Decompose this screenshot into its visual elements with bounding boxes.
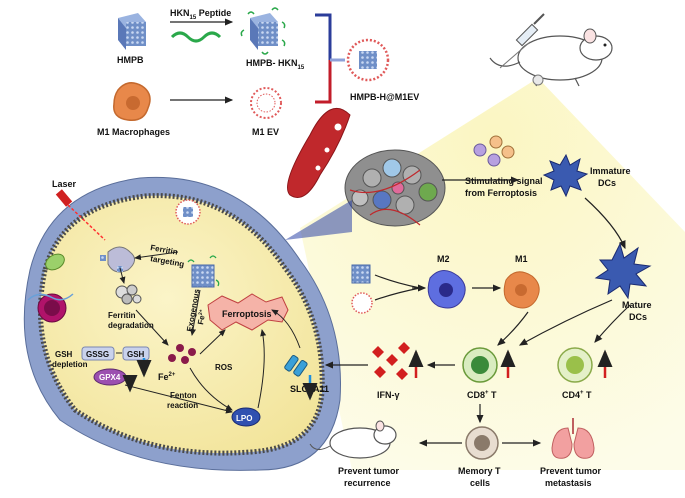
gsh-depletion-label-1: GSH: [55, 350, 73, 359]
lungs-icon: [551, 418, 595, 459]
gpx4-label: GPX4: [99, 373, 121, 382]
lpo-blob: [231, 407, 261, 427]
stimulating-label-1: Stimulating signal: [465, 176, 543, 186]
m2-macrophage-icon: [427, 270, 466, 309]
ferritin-degradation-label-2: degradation: [108, 321, 154, 330]
composite-entering-icon: [175, 199, 201, 225]
slc7a11-channel-icon: [284, 355, 308, 377]
merge-lines: [374, 274, 421, 301]
fe2-label: Fe2+: [158, 372, 176, 382]
fenton-label-2: reaction: [167, 401, 198, 410]
fenton-label-1: Fenton: [170, 391, 197, 400]
large-cube-icon: [187, 255, 220, 288]
exogenous-arrow: [190, 289, 201, 336]
gssg-label: GSSG: [86, 350, 109, 359]
m1-ev-icon: [250, 87, 282, 119]
peptide-wave-icon: [170, 31, 222, 43]
ifn-gamma-icon: [372, 342, 410, 380]
lpo-label: LPO: [236, 414, 252, 423]
blood-vessel: [287, 107, 351, 198]
gssg-box: [81, 346, 115, 361]
ferroptosis-burst: [207, 293, 289, 331]
ferroptosis-label: Ferroptosis: [222, 309, 272, 319]
m1-macrophage-small-icon: [503, 271, 540, 309]
m1-ev-label: M1 EV: [252, 127, 279, 137]
ferroptosis-signal-icon: [473, 135, 515, 167]
mature-dcs-label-2: DCs: [629, 312, 647, 322]
ferritin-degradation-label-1: Ferritin: [108, 311, 136, 320]
memory-label-1: Memory T: [458, 466, 501, 476]
slc-ferroptosis-arrow: [271, 309, 301, 349]
tumor-site-dot: [532, 74, 544, 86]
mouse-icon: [489, 28, 613, 87]
small-cube-icon: [351, 264, 371, 284]
tumor-mass: [344, 149, 446, 227]
immature-dc-icon: [542, 153, 589, 198]
mitochondria-icon: [45, 253, 65, 271]
gpx4-lpo-arrow: [124, 384, 233, 414]
dc-cd8-arrow: [518, 299, 613, 346]
dc-maturation-arrow: [584, 197, 626, 250]
hmpb-hkn-label: HMPB- HKN15: [246, 58, 305, 71]
lpo-ferroptosis-arrow: [257, 329, 267, 409]
zoom-wedge: [285, 200, 352, 240]
m1-cd8-arrow: [497, 311, 529, 346]
degradation-fe-arrow: [135, 309, 169, 346]
laser-icon: [55, 189, 106, 241]
ifn-label: IFN-γ: [377, 390, 400, 400]
exogenous-fe-label: Fe2+: [196, 309, 207, 325]
prevent-metastasis-label-1: Prevent tumor: [540, 466, 602, 476]
cd4-t-cell-icon: [557, 347, 593, 383]
bracket-top: [315, 13, 332, 60]
laser-label: Laser: [52, 179, 77, 189]
cd8-label: CD8+ T: [467, 390, 497, 400]
fe-ferroptosis-arrow: [199, 329, 226, 355]
hmpb-cube-icon: [118, 13, 146, 50]
ros-label: ROS: [215, 363, 233, 372]
nucleus-icon: [37, 293, 67, 323]
composite-label: HMPB-H@M1EV: [350, 92, 419, 102]
m1-macrophages-label: M1 Macrophages: [97, 127, 170, 137]
hmpb-hkn-cube-icon: [240, 7, 286, 55]
er-icon: [27, 293, 74, 301]
syringe-icon: [499, 13, 545, 69]
fenton-arrow: [189, 367, 233, 411]
small-mouse-icon: [309, 420, 397, 459]
stimulating-label-2: from Ferroptosis: [465, 188, 537, 198]
m2-label: M2: [437, 254, 450, 264]
degradation-arrow: [119, 267, 126, 284]
memory-label-2: cells: [470, 478, 490, 488]
m1-label: M1: [515, 254, 528, 264]
small-ev-icon: [351, 292, 373, 314]
ferritin-targeting-arrow: [134, 251, 179, 261]
gsh-depletion-label-2: depletion: [52, 360, 88, 369]
prevent-recurrence-label-2: recurrence: [344, 478, 391, 488]
immature-dcs-label-1: Immature: [590, 166, 631, 176]
m1-macrophage-icon: [113, 82, 151, 121]
cd8-t-cell-icon: [462, 347, 498, 383]
composite-icon: [346, 38, 390, 82]
prevent-metastasis-label-2: metastasis: [545, 478, 592, 488]
hmpb-label: HMPB: [117, 55, 144, 65]
gsh-box: [122, 346, 150, 361]
bracket-bottom: [315, 60, 332, 104]
prevent-recurrence-label-1: Prevent tumor: [338, 466, 400, 476]
gsh-label: GSH: [127, 350, 145, 359]
memory-t-cell-icon: [465, 426, 499, 460]
mature-dc-icon: [594, 242, 652, 300]
cd4-label: CD4+ T: [562, 390, 592, 400]
immature-dcs-label-2: DCs: [598, 178, 616, 188]
ferritin-degradation-icon: [115, 284, 142, 305]
dc-cd4-arrow: [594, 304, 631, 343]
peptide-label: HKN15 Peptide: [170, 8, 231, 21]
fe-ions-icon: [168, 344, 196, 364]
mature-dcs-label-1: Mature: [622, 300, 652, 310]
